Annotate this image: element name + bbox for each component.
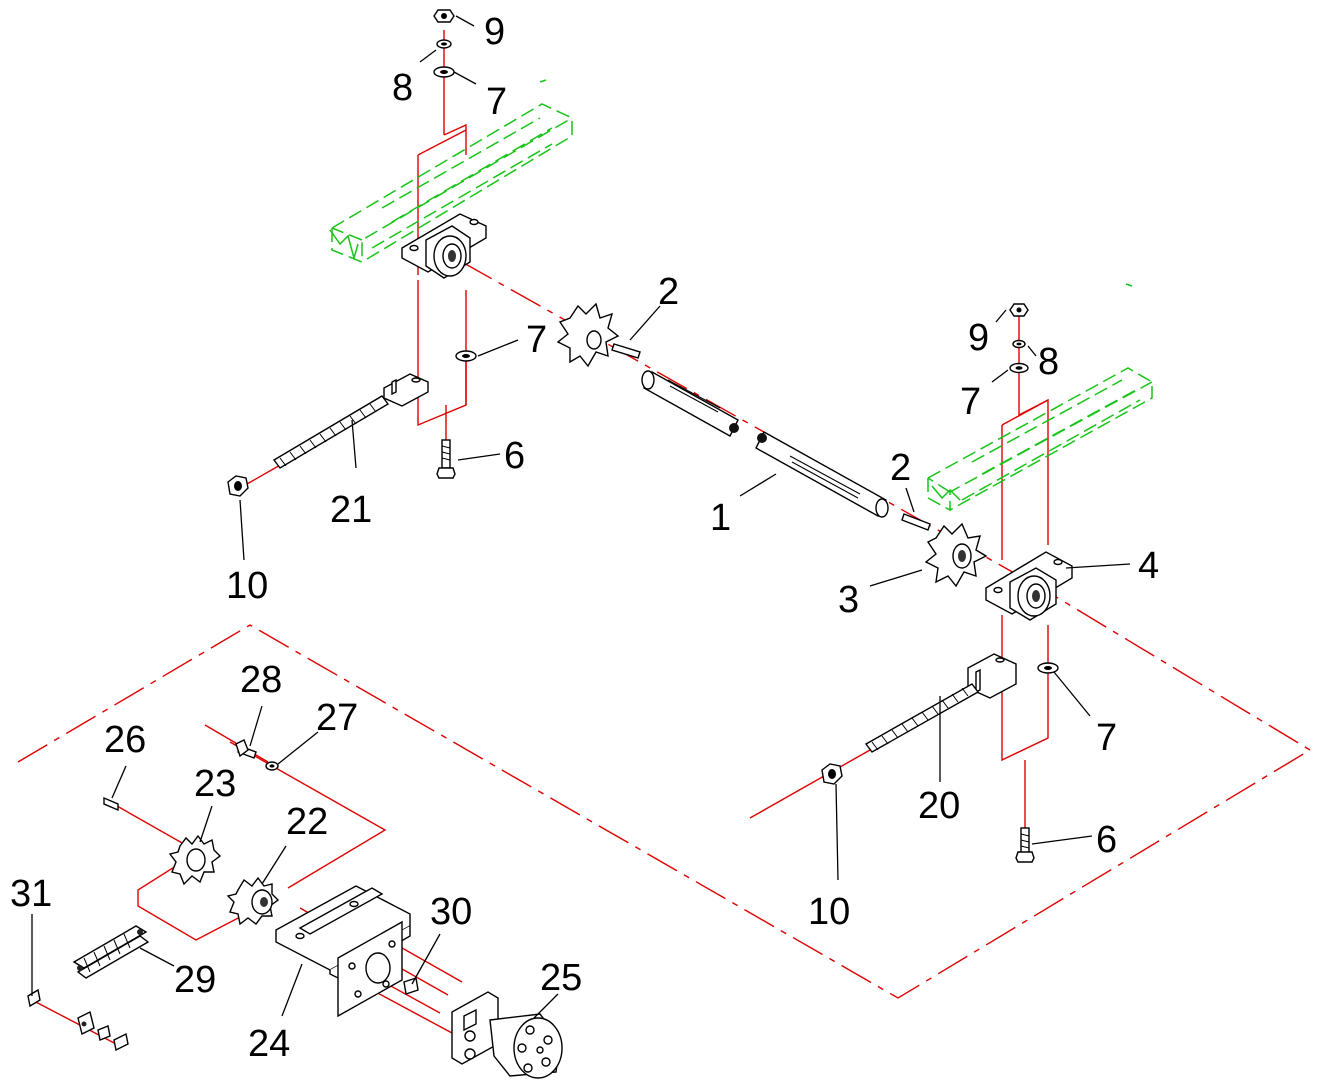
flat-washer-7-lower-left <box>455 350 477 362</box>
callout-7-right-top: 7 <box>960 381 981 423</box>
hex-nut-10-left <box>227 475 249 497</box>
drive-shaft-1 <box>641 370 889 518</box>
roller-chain-29 <box>72 925 150 979</box>
bolt-6-right <box>1015 827 1035 863</box>
motor-mount-bracket-24 <box>275 885 411 1018</box>
assembly-center-lines <box>17 30 1312 1046</box>
key-2-right <box>901 513 931 531</box>
callout-30: 30 <box>430 891 472 933</box>
take-up-bolt-20 <box>864 653 1017 753</box>
callout-6-left: 6 <box>504 435 525 477</box>
pillow-block-bearing-right <box>985 551 1073 621</box>
frame-rail-phantom-right <box>927 283 1153 512</box>
callout-25: 25 <box>540 957 582 999</box>
cap-screw-28 <box>235 739 257 759</box>
frame-rail-phantom-left <box>329 79 573 264</box>
leader-lines <box>31 15 1131 1019</box>
callout-31: 31 <box>10 873 52 915</box>
connecting-link-31 <box>27 988 129 1052</box>
idler-sprocket-left <box>556 302 620 368</box>
callout-9-right: 9 <box>968 317 989 359</box>
callout-20: 20 <box>918 785 960 827</box>
flat-washer-7-right-top <box>1009 362 1029 374</box>
callout-7-lower-left: 7 <box>526 319 547 361</box>
callout-7-top-left: 7 <box>486 81 507 123</box>
callout-10-left: 10 <box>226 565 268 607</box>
callout-6-right: 6 <box>1096 819 1117 861</box>
callout-24: 24 <box>248 1023 290 1065</box>
callout-23: 23 <box>194 763 236 805</box>
callout-3: 3 <box>838 579 859 621</box>
callout-8-right: 8 <box>1038 341 1059 383</box>
callout-4: 4 <box>1138 545 1159 587</box>
flat-washer-7-right-bottom <box>1037 662 1059 674</box>
callout-9-top-left: 9 <box>484 11 505 53</box>
hydraulic-motor-25 <box>451 991 563 1079</box>
callout-22: 22 <box>286 801 328 843</box>
callout-29: 29 <box>174 959 216 1001</box>
callout-7-right-bottom: 7 <box>1096 717 1117 759</box>
lock-washer-8-top-left <box>436 39 452 49</box>
sprocket-23 <box>168 834 222 886</box>
nut-9-right <box>1009 303 1029 317</box>
idler-sprocket-right <box>924 522 988 588</box>
key-2-left <box>611 343 641 359</box>
take-up-bolt-21 <box>272 373 429 469</box>
washer-27 <box>265 761 279 771</box>
pillow-block-bearing-left <box>401 213 487 279</box>
callout-27: 27 <box>316 697 358 739</box>
sprocket-22 <box>226 876 280 926</box>
callout-8-top-left: 8 <box>392 67 413 109</box>
callout-2-right: 2 <box>890 447 911 489</box>
nut-9-top-left <box>433 9 455 23</box>
callout-26: 26 <box>104 719 146 761</box>
callout-10-right: 10 <box>808 891 850 933</box>
callout-1: 1 <box>710 497 731 539</box>
key-30 <box>403 977 419 995</box>
callout-2-left: 2 <box>658 271 679 313</box>
lock-washer-8-right <box>1012 339 1026 349</box>
bolt-6-left <box>436 439 456 479</box>
callout-21: 21 <box>330 489 372 531</box>
hex-nut-10-right <box>821 763 843 785</box>
callout-labels: 9 8 7 2 7 6 21 10 1 2 3 4 9 8 7 7 20 6 1… <box>10 11 1159 1065</box>
flat-washer-7-top-left <box>433 66 455 78</box>
callout-28: 28 <box>240 659 282 701</box>
key-26 <box>103 796 119 812</box>
